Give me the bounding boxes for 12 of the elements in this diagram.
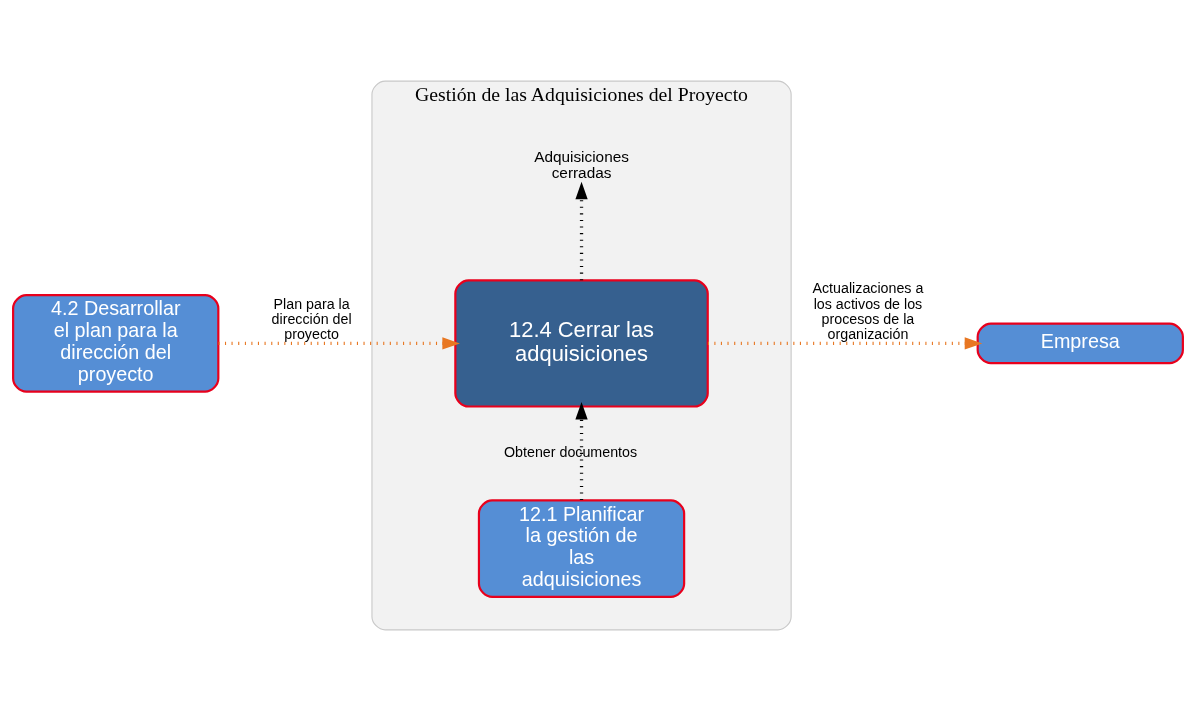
arrow xyxy=(218,337,460,350)
edge-label: Actualizaciones a los activos de los procesos de la organización xyxy=(812,280,924,343)
node-box: 12.1 Planificar la gestión de las adquisiciones xyxy=(477,499,686,598)
node-text: Adquisiciones cerradas xyxy=(534,147,629,181)
edge-label: Obtener documentos xyxy=(504,444,638,461)
node-box: Empresa xyxy=(976,322,1184,365)
arrow xyxy=(575,401,588,500)
node-box: 12.4 Cerrar las adquisiciones xyxy=(454,279,709,408)
edge-label: Plan para la dirección del proyecto xyxy=(271,295,352,343)
arrow xyxy=(707,337,983,350)
node-box: 4.2 Desarrollar el plan para la dirección del proyecto xyxy=(12,294,220,393)
arrow xyxy=(575,181,588,281)
